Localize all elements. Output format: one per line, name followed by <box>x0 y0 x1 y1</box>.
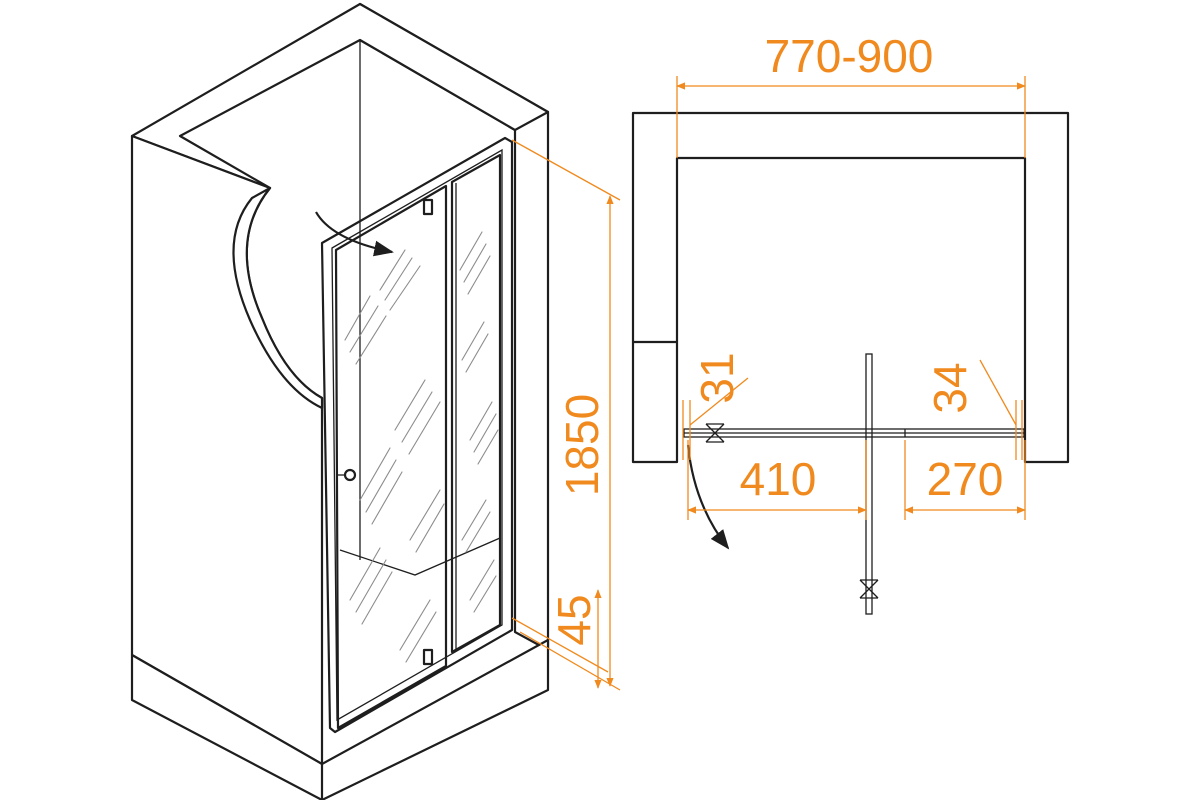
left-wall <box>130 134 324 766</box>
right-profile-dimension: 34 <box>924 359 1023 460</box>
threshold-dimension: 45 <box>511 589 609 689</box>
width-range-label: 770-900 <box>765 30 934 82</box>
height-dimension: 1850 <box>511 139 621 691</box>
door-width-label: 410 <box>740 453 817 505</box>
width-dimension: 770-900 <box>676 30 1026 158</box>
plan-open-hinge <box>859 579 879 599</box>
plan-view: 770-900 410 270 31 34 <box>631 30 1070 615</box>
isometric-view: 1850 45 <box>130 2 621 800</box>
fixed-panel-label: 270 <box>927 453 1004 505</box>
left-profile-label: 31 <box>691 352 743 403</box>
plan-open-door <box>865 353 873 615</box>
hinged-door-panel <box>334 184 448 730</box>
upper-hinge <box>422 198 434 216</box>
plan-swing-arrow <box>686 444 730 550</box>
glass-reflection-hatching <box>344 231 499 663</box>
left-wall-side <box>232 186 324 410</box>
right-profile-label: 34 <box>924 362 976 413</box>
lower-hinge <box>422 648 434 666</box>
fixed-panel-dimension: 270 <box>904 440 1026 520</box>
fixed-glass-panel <box>450 153 502 654</box>
plan-hinge <box>705 423 725 443</box>
left-profile-dimension: 31 <box>682 352 749 460</box>
height-label: 1850 <box>556 394 608 496</box>
enclosure-top-rim <box>130 2 550 190</box>
door-swing-arrow <box>315 211 394 257</box>
door-handle <box>343 468 357 482</box>
plan-enclosure-walls <box>631 111 1070 464</box>
threshold-label: 45 <box>548 594 600 645</box>
door-width-dimension: 410 <box>687 440 867 520</box>
door-frame <box>320 136 514 734</box>
